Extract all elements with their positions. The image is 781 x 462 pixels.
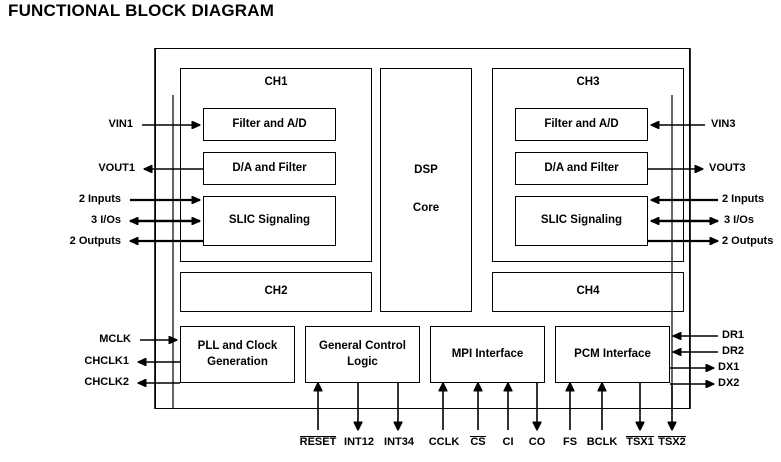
pin-label-2-inputs-left: 2 Inputs <box>78 193 121 205</box>
pll-label-line2: Generation <box>207 355 268 368</box>
channel-block-ch2: CH2 <box>180 272 372 312</box>
pin-label-ci: CI <box>502 436 514 448</box>
pin-label-3-ios-left: 3 I/Os <box>91 214 121 226</box>
pin-label-dr2: DR2 <box>722 345 745 357</box>
pin-label-tsx2: TSX2 <box>644 436 700 448</box>
pin-label-reset: RESET <box>288 436 348 448</box>
pin-label-vin1: VIN1 <box>108 118 133 130</box>
pin-label-cs: CS <box>450 436 506 448</box>
pin-label-dx1: DX1 <box>718 361 740 373</box>
pin-label-fs: FS <box>562 436 578 448</box>
pin-label-mclk: MCLK <box>99 333 131 345</box>
pin-label-2-inputs-right: 2 Inputs <box>722 193 765 205</box>
pin-label-chclk2: CHCLK2 <box>84 376 129 388</box>
pin-label-3-ios-right: 3 I/Os <box>724 214 754 226</box>
pll-label-line1: PLL and Clock <box>197 339 278 352</box>
pin-label-tsx1: TSX1 <box>612 436 668 448</box>
block-general-control-logic: General Control Logic <box>305 326 420 383</box>
pin-text-tsx1: TSX1 <box>626 436 654 448</box>
dsp-core-line2: Core <box>412 202 440 214</box>
pin-label-bclk: BCLK <box>586 436 618 448</box>
channel-label-ch1: CH1 <box>264 76 288 88</box>
block-ch1-filter-ad: Filter and A/D <box>203 108 336 141</box>
block-pcm-interface: PCM Interface <box>555 326 670 383</box>
dsp-core-line1: DSP <box>414 164 438 177</box>
gcl-label-line2: Logic <box>347 355 378 368</box>
block-ch1-slic-signaling: SLIC Signaling <box>203 196 336 246</box>
block-ch3-da-filter: D/A and Filter <box>515 152 648 185</box>
pin-label-dr1: DR1 <box>722 329 745 341</box>
pin-text-reset: RESET <box>299 436 337 448</box>
channel-group-ch3: CH3 <box>492 68 684 262</box>
pin-label-dx2: DX2 <box>718 377 740 389</box>
pin-label-vin3: VIN3 <box>711 118 736 130</box>
block-mpi-interface: MPI Interface <box>430 326 545 383</box>
pin-label-chclk1: CHCLK1 <box>84 355 129 367</box>
block-dsp-core: DSP Core <box>380 68 472 312</box>
channel-group-ch1: CH1 <box>180 68 372 262</box>
block-ch1-da-filter: D/A and Filter <box>203 152 336 185</box>
pin-label-co: CO <box>528 436 546 448</box>
block-ch3-filter-ad: Filter and A/D <box>515 108 648 141</box>
pin-label-2-outputs-right: 2 Outputs <box>722 235 774 247</box>
channel-label-ch3: CH3 <box>576 76 600 88</box>
block-ch3-slic-signaling: SLIC Signaling <box>515 196 648 246</box>
pin-label-vout1: VOUT1 <box>98 162 135 174</box>
gcl-label-line1: General Control <box>319 339 406 352</box>
pin-text-cs: CS <box>470 436 486 448</box>
page-title: FUNCTIONAL BLOCK DIAGRAM <box>8 1 275 20</box>
block-pll-clock-generation: PLL and Clock Generation <box>180 326 295 383</box>
channel-block-ch4: CH4 <box>492 272 684 312</box>
pin-label-cclk: CCLK <box>428 436 460 448</box>
pin-label-int34: INT34 <box>384 436 414 448</box>
pin-label-2-outputs-left: 2 Outputs <box>69 235 121 247</box>
pin-label-int12: INT12 <box>344 436 374 448</box>
pin-label-vout3: VOUT3 <box>709 162 746 174</box>
pin-text-tsx2: TSX2 <box>658 436 686 448</box>
